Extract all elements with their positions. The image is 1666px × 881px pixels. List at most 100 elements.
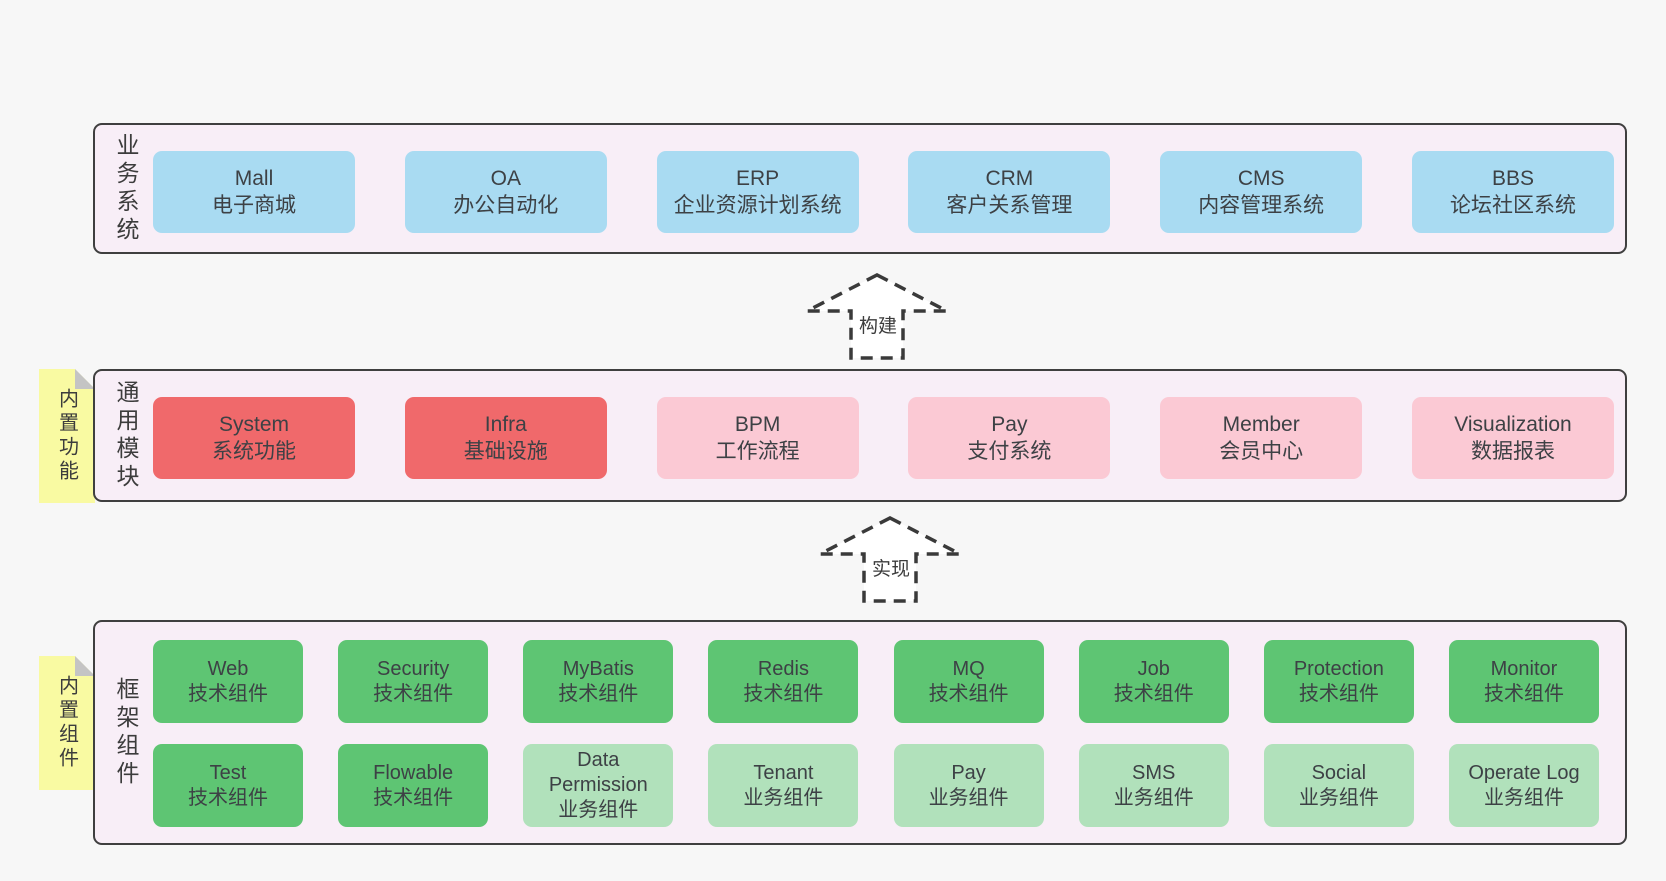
node-erp: ERP 企业资源计划系统 bbox=[656, 151, 859, 233]
node-title: Data Permission bbox=[548, 749, 648, 796]
node-subtitle: 论坛社区系统 bbox=[1449, 194, 1576, 217]
node-title: Redis bbox=[757, 657, 809, 680]
node-subtitle: 企业资源计划系统 bbox=[673, 194, 842, 217]
node-title: Pay bbox=[991, 413, 1028, 436]
node-subtitle: 技术组件 bbox=[373, 682, 454, 705]
node-social: Social 业务组件 bbox=[1263, 744, 1414, 827]
node-member: Member 会员中心 bbox=[1160, 397, 1363, 479]
node-monitor: Monitor 技术组件 bbox=[1448, 640, 1599, 723]
node-system: System 系统功能 bbox=[153, 397, 355, 479]
band-row: Mall 电子商城 OA 办公自动化 ERP 企业资源计划系统 CRM 客户关系… bbox=[153, 151, 1614, 233]
node-title: Social bbox=[1311, 761, 1367, 784]
node-title: CMS bbox=[1237, 167, 1285, 190]
node-title: Monitor bbox=[1490, 657, 1558, 680]
node-infra: Infra 基础设施 bbox=[404, 397, 607, 479]
node-flowable: Flowable 技术组件 bbox=[338, 744, 489, 827]
node-subtitle: 内容管理系统 bbox=[1198, 194, 1325, 217]
arrow-label-build: 构建 bbox=[855, 310, 901, 339]
node-pay-biz: Pay 业务组件 bbox=[893, 744, 1044, 827]
node-subtitle: 业务组件 bbox=[558, 799, 639, 821]
node-title: Pay bbox=[951, 761, 986, 784]
band-row: Test 技术组件 Flowable 技术组件 Data Permission … bbox=[153, 744, 1599, 827]
node-subtitle: 技术组件 bbox=[743, 682, 824, 705]
sticky-fold-corner bbox=[75, 656, 95, 676]
node-subtitle: 电子商城 bbox=[212, 194, 296, 217]
node-title: Job bbox=[1137, 657, 1170, 680]
node-test: Test 技术组件 bbox=[153, 744, 303, 827]
node-title: Tenant bbox=[753, 761, 814, 784]
node-sms: SMS 业务组件 bbox=[1078, 744, 1229, 827]
node-title: Member bbox=[1222, 413, 1300, 436]
node-security: Security 技术组件 bbox=[338, 640, 489, 723]
arrow-implement: 实现 bbox=[818, 515, 964, 607]
node-subtitle: 技术组件 bbox=[1483, 682, 1564, 705]
node-title: Web bbox=[207, 657, 249, 680]
node-cms: CMS 内容管理系统 bbox=[1160, 151, 1363, 233]
node-subtitle: 会员中心 bbox=[1219, 440, 1304, 463]
node-title: Test bbox=[209, 761, 247, 784]
node-title: CRM bbox=[985, 167, 1034, 190]
node-subtitle: 基础设施 bbox=[463, 440, 548, 463]
node-subtitle: 业务组件 bbox=[1483, 786, 1564, 809]
node-subtitle: 办公自动化 bbox=[453, 194, 559, 217]
node-subtitle: 技术组件 bbox=[558, 682, 639, 705]
node-title: Operate Log bbox=[1468, 761, 1580, 784]
node-title: Infra bbox=[484, 413, 527, 436]
node-subtitle: 技术组件 bbox=[188, 786, 268, 809]
arrow-label-implement: 实现 bbox=[868, 553, 914, 582]
node-mybatis: MyBatis 技术组件 bbox=[523, 640, 674, 723]
band-framework-components: 框架组件 Web 技术组件 Security 技术组件 MyBatis 技术组件… bbox=[93, 620, 1627, 845]
node-subtitle: 技术组件 bbox=[1113, 682, 1194, 705]
band-common-modules: 通用模块 System 系统功能 Infra 基础设施 BPM 工作流程 Pay… bbox=[93, 369, 1627, 502]
node-title: Flowable bbox=[373, 761, 454, 784]
sticky-note-label: 内置功能 bbox=[55, 388, 78, 484]
node-mq: MQ 技术组件 bbox=[893, 640, 1044, 723]
sticky-fold-corner bbox=[75, 369, 95, 389]
node-bpm: BPM 工作流程 bbox=[656, 397, 859, 479]
node-subtitle: 技术组件 bbox=[1298, 682, 1379, 705]
band-row: Web 技术组件 Security 技术组件 MyBatis 技术组件 Redi… bbox=[153, 640, 1599, 723]
node-title: SMS bbox=[1132, 761, 1176, 784]
node-subtitle: 技术组件 bbox=[928, 682, 1009, 705]
node-title: MQ bbox=[952, 657, 985, 680]
node-title: OA bbox=[490, 167, 521, 190]
sticky-note-built-in-components: 内置组件 bbox=[39, 656, 95, 790]
arrow-build: 构建 bbox=[805, 272, 951, 364]
node-subtitle: 业务组件 bbox=[1113, 786, 1194, 809]
node-title: ERP bbox=[736, 167, 780, 190]
node-operate-log: Operate Log 业务组件 bbox=[1448, 744, 1599, 827]
node-title: MyBatis bbox=[562, 657, 634, 680]
node-subtitle: 支付系统 bbox=[967, 440, 1052, 463]
node-crm: CRM 客户关系管理 bbox=[908, 151, 1111, 233]
node-title: System bbox=[218, 413, 289, 436]
node-job: Job 技术组件 bbox=[1078, 640, 1229, 723]
sticky-note-built-in-features: 内置功能 bbox=[39, 369, 95, 503]
sticky-note-label: 内置组件 bbox=[55, 675, 78, 771]
node-title: Security bbox=[377, 657, 450, 680]
node-subtitle: 客户关系管理 bbox=[946, 194, 1073, 217]
node-title: BPM bbox=[734, 413, 781, 436]
node-data-permission: Data Permission 业务组件 bbox=[523, 744, 674, 827]
node-tenant: Tenant 业务组件 bbox=[708, 744, 859, 827]
node-subtitle: 系统功能 bbox=[212, 440, 296, 463]
band-label-common-modules: 通用模块 bbox=[113, 379, 139, 492]
band-label-framework-components: 框架组件 bbox=[113, 676, 139, 789]
node-subtitle: 业务组件 bbox=[928, 786, 1009, 809]
node-title: Mall bbox=[234, 167, 274, 190]
node-subtitle: 数据报表 bbox=[1470, 440, 1555, 463]
band-business-systems: 业务系统 Mall 电子商城 OA 办公自动化 ERP 企业资源计划系统 CRM… bbox=[93, 123, 1627, 254]
node-bbs: BBS 论坛社区系统 bbox=[1411, 151, 1614, 233]
node-oa: OA 办公自动化 bbox=[404, 151, 607, 233]
node-mall: Mall 电子商城 bbox=[153, 151, 355, 233]
node-web: Web 技术组件 bbox=[153, 640, 303, 723]
node-pay: Pay 支付系统 bbox=[908, 397, 1111, 479]
node-title: Visualization bbox=[1454, 413, 1572, 436]
band-label-business-systems: 业务系统 bbox=[113, 132, 139, 245]
node-visualization: Visualization 数据报表 bbox=[1411, 397, 1614, 479]
node-subtitle: 技术组件 bbox=[188, 682, 268, 705]
node-subtitle: 业务组件 bbox=[1298, 786, 1379, 809]
node-protection: Protection 技术组件 bbox=[1263, 640, 1414, 723]
node-subtitle: 业务组件 bbox=[743, 786, 824, 809]
node-redis: Redis 技术组件 bbox=[708, 640, 859, 723]
